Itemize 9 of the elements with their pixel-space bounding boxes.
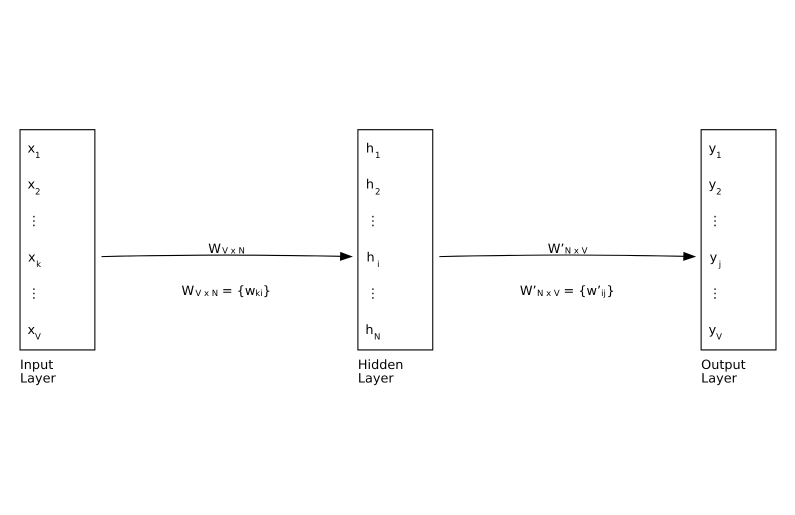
arrow [100, 251, 352, 260]
node-label: Hidden Layer [357, 357, 403, 386]
edge-label: W’N x V [547, 241, 588, 256]
node-label: Input Layer [20, 357, 56, 386]
arrow [438, 251, 696, 260]
node-label: Output Layer [700, 357, 746, 386]
edge-label: WV x N [208, 241, 244, 256]
label: WV x N = {wki} [180, 283, 270, 298]
label: W’N x V = {w’ij} [519, 283, 614, 298]
